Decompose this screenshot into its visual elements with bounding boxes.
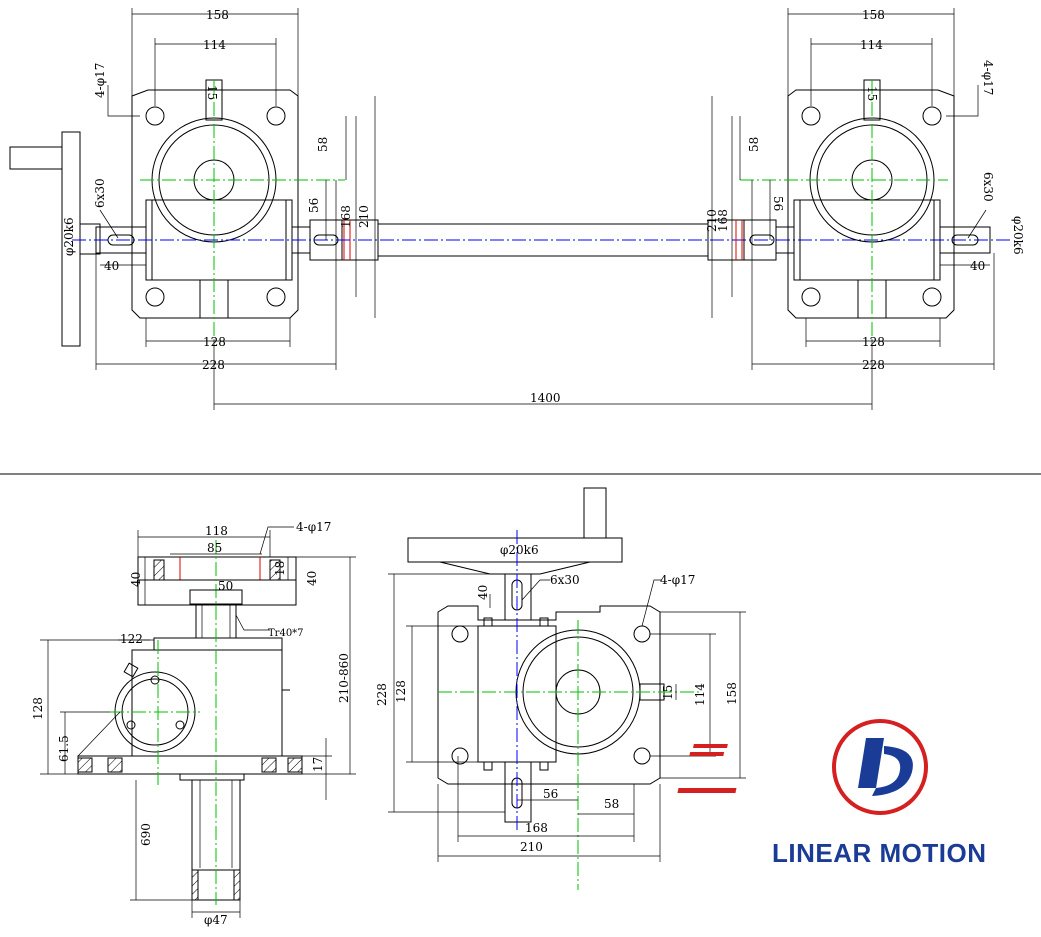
dim-6x30-right: 6x30 (981, 172, 995, 202)
dim-56-left: 56 (307, 198, 321, 213)
dim-228-front: 228 (375, 683, 389, 706)
dim-228-right: 228 (862, 358, 885, 372)
dim-168-left: 168 (339, 205, 353, 228)
handwheel-handle (583, 487, 607, 539)
dim-210-front: 210 (520, 840, 543, 854)
dim-17: 17 (311, 757, 325, 772)
dim-15-front: 15 (661, 685, 675, 700)
dim-85: 85 (207, 541, 222, 555)
linear-motion-logo (677, 719, 928, 815)
dim-114-left: 114 (203, 38, 226, 52)
dim-128-right: 128 (862, 335, 885, 349)
dim-4phi17-side: 4-φ17 (296, 520, 331, 534)
dim-phi20k6-front: φ20k6 (500, 543, 539, 557)
dim-58-right: 58 (747, 137, 761, 152)
dim-128-side: 128 (31, 697, 45, 720)
dim-18-side: 18 (273, 561, 287, 576)
dim-128-front: 128 (394, 680, 408, 703)
handwheel-front (407, 537, 623, 563)
dim-6x30-front: 6x30 (550, 573, 580, 587)
dim-phi20k6-right: φ20k6 (1011, 216, 1025, 255)
dim-128-left: 128 (203, 335, 226, 349)
dim-40-side-a: 40 (129, 572, 143, 587)
dim-114-front: 114 (693, 683, 707, 706)
dim-210-right: 210 (705, 209, 719, 232)
dim-210-860: 210-860 (337, 653, 351, 703)
dim-4phi17-right: 4-φ17 (981, 60, 995, 95)
dim-4phi17-front: 4-φ17 (660, 573, 695, 587)
dim-phi47: φ47 (204, 913, 228, 927)
dim-15-right: 15 (865, 86, 879, 101)
dim-690: 690 (139, 823, 153, 846)
dim-158-right: 158 (862, 8, 885, 22)
dim-168-right: 168 (716, 209, 730, 232)
handwheel-hub (9, 146, 63, 170)
dim-6x30-left: 6x30 (93, 178, 107, 208)
label-tr40x7: Tr40*7 (268, 628, 304, 639)
dim-118: 118 (205, 524, 228, 538)
dim-58-left: 58 (316, 137, 330, 152)
dim-40-side-b: 40 (305, 571, 319, 586)
side-view: 118 85 4-φ17 50 40 18 40 Tr40*7 122 128 … (31, 520, 356, 927)
dim-228-left: 228 (202, 358, 225, 372)
front-view: φ20k6 6x30 40 4-φ17 228 128 15 114 158 5… (375, 487, 746, 890)
dim-122: 122 (120, 632, 143, 646)
dim-58-front: 58 (604, 797, 619, 811)
dim-50: 50 (218, 579, 233, 593)
logo-mark-icon (677, 738, 913, 796)
dim-168-front: 168 (525, 821, 548, 835)
dim-40-left: 40 (104, 259, 119, 273)
right-gearbox (707, 79, 991, 340)
dim-phi20k6-left: φ20k6 (62, 217, 76, 256)
logo-brand-text: LINEAR MOTION (772, 838, 987, 868)
dim-40-right: 40 (970, 259, 985, 273)
dim-210-left: 210 (357, 205, 371, 228)
dim-114-right: 114 (860, 38, 883, 52)
dim-15-left: 15 (205, 85, 219, 100)
dim-61-5: 61.5 (57, 735, 71, 762)
dim-158-left: 158 (206, 8, 229, 22)
dim-56-right: 56 (771, 196, 785, 211)
top-dim-labels: 158 114 158 114 15 15 4-φ17 4-φ17 58 58 … (62, 8, 1025, 405)
dim-56-front: 56 (543, 787, 558, 801)
dim-40-front: 40 (476, 585, 490, 600)
dim-4phi17-left: 4-φ17 (93, 63, 107, 98)
logo-ring (832, 719, 928, 815)
dim-1400: 1400 (530, 391, 561, 405)
top-plan-view: 158 114 158 114 15 15 4-φ17 4-φ17 58 58 … (9, 8, 1025, 410)
dim-158-front: 158 (725, 682, 739, 705)
